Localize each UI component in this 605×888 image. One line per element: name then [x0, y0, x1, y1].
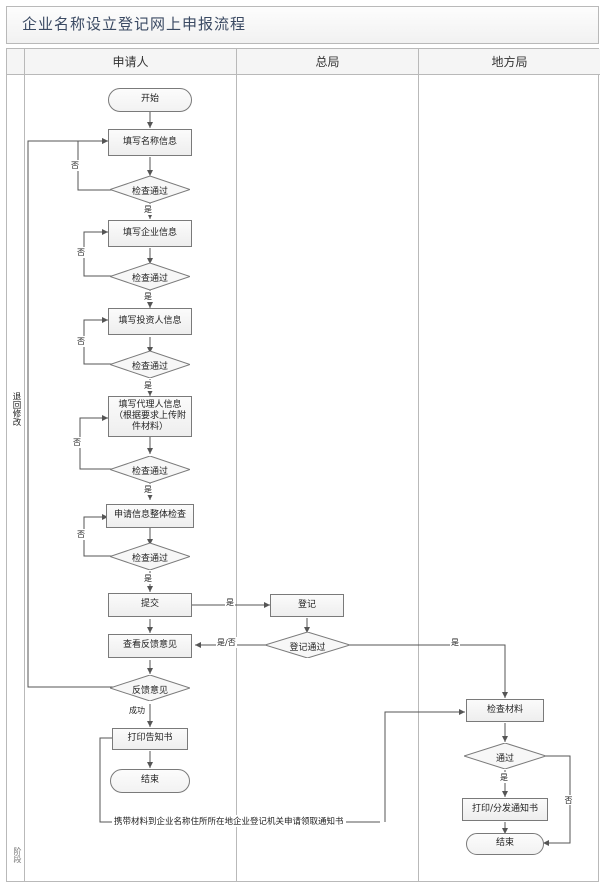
node-print-notice[interactable]: 打印告知书: [112, 728, 188, 750]
node-end-applicant[interactable]: 结束: [110, 769, 190, 793]
node-feedback[interactable]: 反馈意见: [108, 674, 192, 702]
phase-column-label: 阶段: [13, 847, 22, 863]
edge-label-no4: 否: [72, 437, 82, 448]
edge-label-register-yes: 是: [450, 637, 460, 648]
edge-label-pass-no: 否: [563, 795, 574, 805]
node-register[interactable]: 登记: [270, 594, 344, 617]
node-register-pass[interactable]: 登记通过: [263, 631, 352, 659]
edge-label-feedback-success: 成功: [128, 705, 146, 716]
node-submit[interactable]: 提交: [108, 593, 192, 617]
edge-label-yes2: 是: [143, 291, 153, 302]
edge-label-no3: 否: [76, 336, 86, 347]
edge-label-pass-yes: 是: [499, 772, 509, 783]
node-fill-agent-line3: 件材料）: [131, 422, 168, 433]
phase-column-header: [7, 49, 24, 75]
edge-label-return-modify: 退回修改: [10, 390, 22, 428]
node-overall-check[interactable]: 申请信息整体检查: [106, 504, 194, 528]
node-pass[interactable]: 通过: [462, 742, 548, 770]
node-fill-name[interactable]: 填写名称信息: [108, 129, 192, 156]
node-fill-agent-line1: 填写代理人信息: [118, 399, 182, 410]
node-register-pass-label: 登记通过: [289, 643, 326, 653]
node-feedback-label: 反馈意见: [131, 686, 168, 696]
node-end-local[interactable]: 结束: [466, 833, 544, 855]
node-check3[interactable]: 检查通过: [108, 350, 192, 379]
lane-header-applicant: 申请人: [25, 49, 237, 75]
edge-label-carry-materials: 携带材料到企业名称住所所在地企业登记机关申请领取通知书: [112, 815, 346, 827]
node-check2[interactable]: 检查通过: [108, 262, 192, 291]
title-bar: [6, 6, 599, 44]
node-fill-agent-line2: （根据要求上传附: [113, 410, 186, 421]
lane-header-local-bureau: 地方局: [419, 49, 600, 75]
edge-label-no1: 否: [70, 160, 80, 171]
node-start[interactable]: 开始: [108, 88, 192, 112]
edge-label-register-yes-no: 是/否: [216, 637, 237, 648]
node-check2-label: 检查通过: [131, 274, 168, 284]
node-pass-label: 通过: [495, 754, 514, 764]
lane-body-headquarters: [237, 75, 419, 881]
node-check1[interactable]: 检查通过: [108, 175, 192, 204]
lane-header-headquarters: 总局: [237, 49, 419, 75]
edge-label-no2: 否: [76, 247, 86, 258]
lane-body-applicant: [25, 75, 237, 881]
node-fill-investor[interactable]: 填写投资人信息: [108, 308, 192, 335]
node-fill-company[interactable]: 填写企业信息: [108, 220, 192, 247]
edge-label-submit-yes: 是: [225, 597, 235, 608]
node-view-feedback[interactable]: 查看反馈意见: [108, 634, 192, 658]
node-check4-label: 检查通过: [131, 467, 168, 477]
node-check3-label: 检查通过: [131, 362, 168, 372]
edge-label-yes3: 是: [143, 380, 153, 391]
node-fill-agent[interactable]: 填写代理人信息 （根据要求上传附 件材料）: [108, 396, 192, 437]
node-check1-label: 检查通过: [131, 187, 168, 197]
edge-label-yes1: 是: [143, 204, 153, 215]
node-check-materials[interactable]: 检查材料: [466, 699, 544, 722]
node-print-distribute[interactable]: 打印/分发通知书: [462, 798, 548, 821]
edge-label-yes5: 是: [143, 573, 153, 584]
node-check4[interactable]: 检查通过: [108, 455, 192, 484]
edge-label-no5: 否: [76, 529, 86, 540]
page-title: 企业名称设立登记网上申报流程: [22, 15, 247, 33]
node-check5-label: 检查通过: [131, 554, 168, 564]
edge-label-yes4: 是: [143, 484, 153, 495]
node-check5[interactable]: 检查通过: [108, 542, 192, 571]
phase-column: 阶段: [7, 49, 25, 881]
